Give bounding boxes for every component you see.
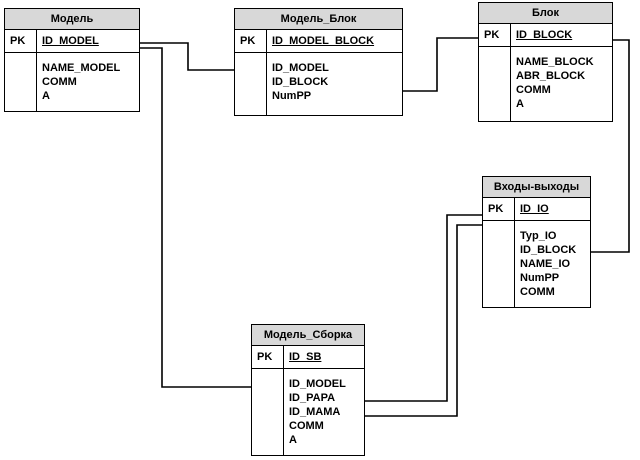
pk-label: PK <box>483 198 515 220</box>
pk-row: PK ID_MODEL <box>5 30 139 53</box>
entity-title: Блок <box>479 3 612 24</box>
entity-model[interactable]: Модель PK ID_MODEL NAME_MODEL COMM A <box>4 8 140 112</box>
pk-label: PK <box>252 346 284 368</box>
attribute-list: ID_MODEL ID_BLOCK NumPP <box>267 53 329 116</box>
attributes-row: ID_MODEL ID_BLOCK NumPP <box>235 53 402 116</box>
attribute: COMM <box>289 420 324 432</box>
entity-model-sb[interactable]: Модель_Сборка PK ID_SB ID_MODEL ID_PAPA … <box>251 324 365 456</box>
attribute-list: ID_MODEL ID_PAPA ID_MAMA COMM A <box>284 369 346 456</box>
attribute-list: Typ_IO ID_BLOCK NAME_IO NumPP COMM <box>515 221 576 308</box>
entity-block[interactable]: Блок PK ID_BLOCK NAME_BLOCK ABR_BLOCK CO… <box>478 2 613 122</box>
key-column <box>5 53 37 112</box>
connector-model-to-model-block <box>140 42 234 71</box>
attribute: ID_BLOCK <box>272 76 329 88</box>
key-column <box>235 53 267 116</box>
pk-label: PK <box>479 24 511 46</box>
attribute: COMM <box>520 286 555 298</box>
pk-row: PK ID_MODEL_BLOCK <box>235 30 402 53</box>
key-column <box>483 221 515 308</box>
primary-key-field: ID_SB <box>289 351 322 363</box>
attribute: COMM <box>42 76 77 88</box>
attribute: A <box>289 434 297 446</box>
attribute: NAME_BLOCK <box>516 56 594 68</box>
entity-io[interactable]: Входы-выходы PK ID_IO Typ_IO ID_BLOCK NA… <box>482 176 591 308</box>
primary-key-field: ID_MODEL_BLOCK <box>272 35 375 47</box>
entity-model-block[interactable]: Модель_Блок PK ID_MODEL_BLOCK ID_MODEL I… <box>234 8 403 116</box>
attribute: A <box>42 90 50 102</box>
attribute: NumPP <box>272 90 312 102</box>
entity-title: Модель_Сборка <box>252 325 364 346</box>
attribute: ID_MODEL <box>272 62 329 74</box>
attribute: ID_MAMA <box>289 406 341 418</box>
attribute: ID_MODEL <box>289 378 346 390</box>
attributes-row: Typ_IO ID_BLOCK NAME_IO NumPP COMM <box>483 221 590 308</box>
attributes-row: ID_MODEL ID_PAPA ID_MAMA COMM A <box>252 369 364 456</box>
connector-io-to-model-sb-papa <box>365 214 482 402</box>
attribute: NAME_MODEL <box>42 62 121 74</box>
entity-title: Модель_Блок <box>235 9 402 30</box>
entity-title: Входы-выходы <box>483 177 590 198</box>
primary-key-field: ID_IO <box>520 203 549 215</box>
attribute-list: NAME_BLOCK ABR_BLOCK COMM A <box>511 47 594 122</box>
pk-row: PK ID_SB <box>252 346 364 369</box>
entity-title: Модель <box>5 9 139 30</box>
attribute: A <box>516 98 524 110</box>
pk-row: PK ID_BLOCK <box>479 24 612 47</box>
attribute: ABR_BLOCK <box>516 70 586 82</box>
attribute: NAME_IO <box>520 258 571 270</box>
attribute: ID_BLOCK <box>520 244 577 256</box>
pk-label: PK <box>235 30 267 52</box>
pk-label: PK <box>5 30 37 52</box>
attributes-row: NAME_BLOCK ABR_BLOCK COMM A <box>479 47 612 122</box>
attribute: ID_PAPA <box>289 392 336 404</box>
key-column <box>252 369 284 456</box>
attribute-list: NAME_MODEL COMM A <box>37 53 120 112</box>
attribute: NumPP <box>520 272 560 284</box>
primary-key-field: ID_MODEL <box>42 35 99 47</box>
primary-key-field: ID_BLOCK <box>516 29 573 41</box>
connector-model-block-to-block <box>403 37 478 92</box>
attribute: COMM <box>516 84 551 96</box>
connector-io-to-model-sb-mama <box>365 224 482 417</box>
connector-model-to-model-sb <box>140 47 251 388</box>
pk-row: PK ID_IO <box>483 198 590 221</box>
attributes-row: NAME_MODEL COMM A <box>5 53 139 112</box>
connector-block-to-io <box>591 39 630 253</box>
key-column <box>479 47 511 122</box>
attribute: Typ_IO <box>520 230 557 242</box>
